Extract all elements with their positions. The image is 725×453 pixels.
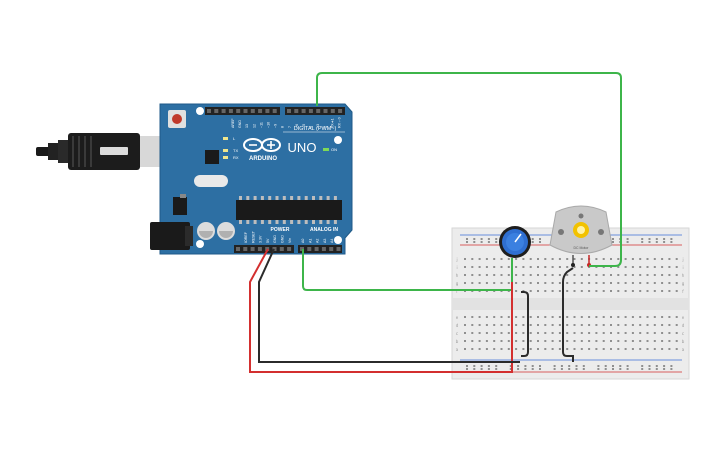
- pin-label: ~10: [267, 122, 271, 128]
- row-letter: g: [682, 281, 685, 286]
- row-letter: a: [456, 347, 459, 352]
- row-letter: a: [682, 347, 685, 352]
- pin-label: 5V: [266, 238, 270, 243]
- digital-header[interactable]: [205, 107, 345, 115]
- pin-label: A5: [338, 239, 342, 243]
- pin-label: A1: [308, 239, 312, 243]
- pin-label: 12: [252, 124, 256, 128]
- row-letter: j: [681, 257, 683, 262]
- pin-label: A2: [316, 239, 320, 243]
- wire-signal-pot[interactable]: [302, 249, 513, 291]
- pin-label: GND: [238, 120, 242, 128]
- led-on-label: ON: [331, 147, 337, 152]
- pin-label: ~9: [274, 124, 278, 128]
- pin-label: 13: [245, 124, 249, 128]
- pin-label: 8: [281, 126, 285, 128]
- usb-icon: [100, 147, 128, 155]
- pin-label: ~5: [302, 124, 306, 128]
- wire-5v-power[interactable]: [249, 248, 513, 373]
- row-letter: e: [682, 315, 685, 320]
- row-letter: j: [455, 257, 457, 262]
- row-letter: h: [456, 273, 459, 278]
- led-l-label: L: [233, 136, 236, 141]
- reset-button[interactable]: [168, 110, 186, 128]
- row-letter: d: [456, 323, 459, 328]
- wire-signal-motor[interactable]: [316, 72, 622, 267]
- wire-gnd-pot[interactable]: [521, 291, 529, 357]
- led-tx-label: TX: [233, 148, 238, 153]
- row-letter: i: [456, 265, 457, 270]
- row-letter: f: [682, 289, 684, 294]
- row-letter: i: [682, 265, 683, 270]
- row-letter: c: [682, 331, 684, 336]
- atmega-chip: [236, 200, 342, 220]
- pin-label: TX➔1: [330, 118, 334, 128]
- pin-label: RESET: [251, 230, 255, 243]
- usb-chip: [205, 150, 219, 164]
- wire-gnd[interactable]: [258, 248, 520, 363]
- pin-label: 7: [288, 126, 292, 128]
- dc-motor[interactable]: DC Motor: [549, 205, 613, 267]
- pin-label: ~6: [295, 124, 299, 128]
- pin-label: 3.3V: [259, 235, 263, 243]
- pin-label: ~11: [259, 122, 263, 128]
- pin-label: IOREF: [244, 231, 248, 243]
- pin-label: A0: [301, 239, 305, 243]
- row-letter: g: [456, 281, 459, 286]
- pin-label: AREF: [231, 118, 235, 128]
- digital-header-label: DIGITAL (PWM~): [294, 126, 337, 132]
- voltage-regulator: [173, 197, 187, 215]
- board-brand: ARDUINO: [249, 156, 277, 162]
- pin-label: GND: [281, 235, 285, 243]
- power-header[interactable]: [234, 245, 294, 253]
- arduino-logo-icon: [243, 138, 281, 152]
- analog-label: ANALOG IN: [310, 227, 338, 233]
- pin-label: A4: [330, 239, 334, 243]
- pin-label: Vin: [288, 238, 292, 243]
- pin-label: GND: [273, 235, 277, 243]
- row-letter: f: [456, 289, 458, 294]
- motor-label: DC Motor: [574, 246, 590, 250]
- status-leds: L TX RX ON: [223, 136, 337, 160]
- pin-label: RX←0: [338, 117, 342, 128]
- pin-label: 4: [309, 126, 313, 128]
- analog-header[interactable]: [298, 245, 342, 253]
- power-label: POWER: [271, 227, 290, 233]
- pin-label: ~3: [316, 124, 320, 128]
- dc-power-jack[interactable]: [150, 222, 190, 250]
- led-rx-label: RX: [233, 155, 239, 160]
- row-letter: b: [682, 339, 685, 344]
- power-led-icon: [323, 148, 329, 151]
- row-letter: d: [682, 323, 685, 328]
- row-letter: c: [456, 331, 458, 336]
- wire-gnd-motor[interactable]: [562, 267, 574, 362]
- row-letter: b: [456, 339, 459, 344]
- pin-label: A3: [323, 239, 327, 243]
- row-letter: e: [456, 315, 459, 320]
- board-model: UNO: [288, 140, 317, 155]
- pin-label: 2: [323, 126, 327, 128]
- knob-indicator-icon: [514, 233, 522, 243]
- wires[interactable]: [249, 72, 622, 373]
- potentiometer[interactable]: [499, 226, 531, 258]
- crystal-oscillator: [194, 175, 228, 187]
- row-letter: h: [682, 273, 685, 278]
